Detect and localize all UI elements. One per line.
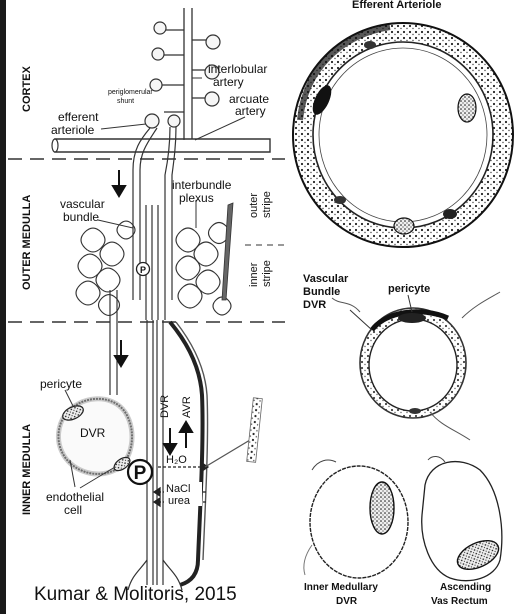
bundle-pericyte-label: pericyte <box>388 283 430 295</box>
interbundle-plexus-right <box>176 223 231 316</box>
interbundle-plexus-left <box>76 221 135 316</box>
efferent-label-2: arteriole <box>51 123 95 137</box>
efferent-arteriole-title: Efferent Arteriole <box>352 0 441 11</box>
avr-vessel-label: AVR <box>181 396 193 418</box>
figure-caption: Kumar & Molitoris, 2015 <box>34 584 237 606</box>
inner-stripe-label-1: inner <box>248 262 260 287</box>
interbundle-label-1: interbundle <box>172 178 232 192</box>
inner-stripe-label-2: stripe <box>261 260 273 287</box>
imdvr-label-2: DVR <box>336 596 358 607</box>
outer-medulla-label: OUTER MEDULLA <box>21 195 33 290</box>
bundle-dvr-label-3: DVR <box>303 299 326 311</box>
interbundle-label-2: plexus <box>179 191 214 205</box>
avr-label-2: Vas Rectum <box>431 596 488 607</box>
efferent-label-1: efferent <box>58 110 99 124</box>
efferent-arteriole-micrograph <box>293 23 513 247</box>
ascending-vas-rectum-micrograph <box>422 456 503 580</box>
endothelial-label-2: cell <box>64 503 82 517</box>
bundle-label-pointer <box>350 310 372 330</box>
bundle-dvr-label-1: Vascular <box>303 273 349 285</box>
endothelial-label-1: endothelial <box>46 490 104 504</box>
interlobular-label-2: artery <box>213 75 244 89</box>
p-marker-bundle: P <box>137 263 150 276</box>
pericyte-pointer <box>65 390 73 406</box>
dvr-vessel-label: DVR <box>159 395 171 418</box>
arcuate-label-2: artery <box>235 104 266 118</box>
avr-wall-segment <box>247 398 263 463</box>
svg-text:P: P <box>140 265 146 275</box>
svg-text:P: P <box>134 463 147 484</box>
outer-stripe-label-2: stripe <box>261 191 273 218</box>
arcuate-artery <box>55 139 270 152</box>
interlobular-label-1: interlobular <box>208 62 267 76</box>
inner-medulla-label: INNER MEDULLA <box>21 424 33 515</box>
h2o-label: H₂O <box>166 454 187 466</box>
p-marker-inner: P <box>128 460 152 484</box>
vascular-bundle-label-2: bundle <box>63 210 99 224</box>
bundle-dvr-micrograph <box>332 292 500 440</box>
plexus-return-vessel <box>222 203 233 300</box>
nacl-label: NaCl <box>166 483 190 495</box>
periglomerular-label-2: shunt <box>117 98 134 105</box>
pericyte-label: pericyte <box>40 377 82 391</box>
bundle-dvr-label-2: Bundle <box>303 286 340 298</box>
inner-medullary-dvr-micrograph <box>304 460 408 578</box>
imdvr-label-1: Inner Medullary <box>304 582 378 593</box>
avr-label-1: Ascending <box>440 582 491 593</box>
urea-label: urea <box>168 495 191 507</box>
periglomerular-label-1: periglomerular <box>108 89 153 96</box>
outer-stripe-label-1: outer <box>248 193 260 218</box>
cortex-label: CORTEX <box>21 66 33 113</box>
dvr-inset-label: DVR <box>80 426 106 440</box>
vascular-bundle-label-1: vascular <box>60 197 105 211</box>
